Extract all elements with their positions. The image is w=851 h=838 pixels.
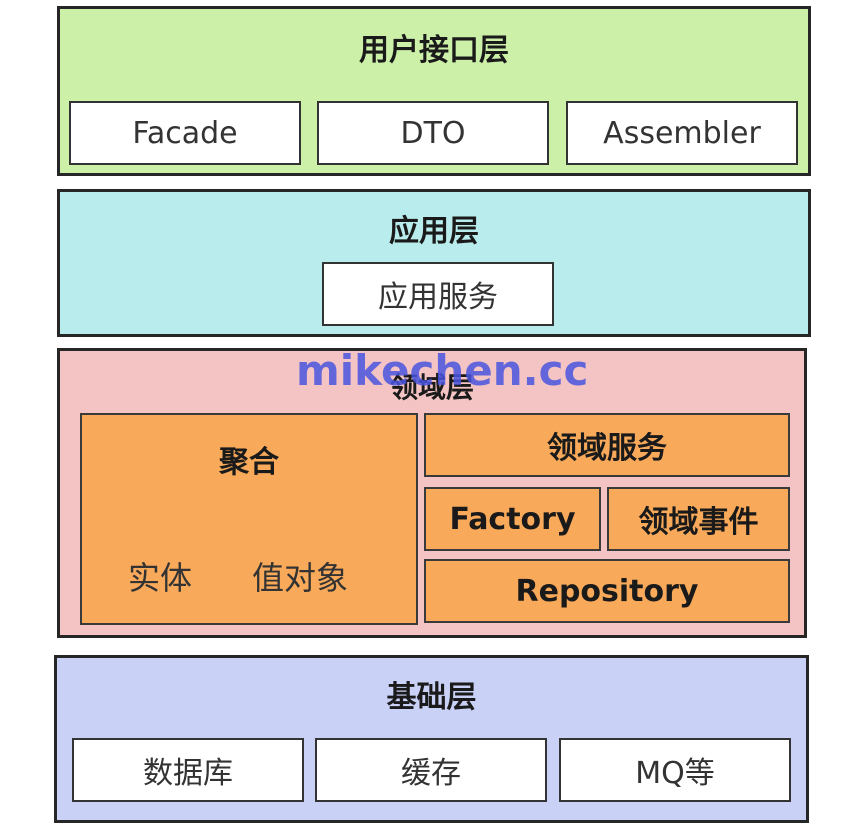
domain-layer: 领域层 聚合 实体 值对象 领域服务 Factory 领域事件 Reposito…	[57, 348, 807, 638]
aggregate-title: 聚合	[219, 445, 279, 480]
application-layer-title: 应用层	[389, 214, 479, 249]
domain-service-box: 领域服务	[424, 413, 790, 477]
aggregate-box: 聚合 实体 值对象	[80, 413, 418, 625]
assembler-box: Assembler	[566, 101, 798, 165]
interface-layer: 用户接口层 Facade DTO Assembler	[57, 6, 811, 176]
domain-event-box: 领域事件	[607, 487, 790, 551]
application-service-box: 应用服务	[322, 262, 554, 326]
domain-layer-title: 领域层	[389, 371, 474, 404]
interface-layer-title: 用户接口层	[359, 33, 509, 68]
cache-box: 缓存	[315, 738, 547, 802]
infrastructure-layer-title: 基础层	[386, 680, 477, 715]
mq-box: MQ等	[559, 738, 791, 802]
infrastructure-layer: 基础层 数据库 缓存 MQ等	[54, 655, 809, 823]
value-object-label: 值对象	[252, 559, 349, 597]
dto-box: DTO	[317, 101, 549, 165]
database-box: 数据库	[72, 738, 304, 802]
application-layer: 应用层 应用服务	[57, 189, 811, 337]
factory-box: Factory	[424, 487, 601, 551]
facade-box: Facade	[69, 101, 301, 165]
watermark-text: mikechen.cc	[296, 346, 589, 395]
repository-box: Repository	[424, 559, 790, 623]
entity-label: 实体	[128, 559, 193, 597]
